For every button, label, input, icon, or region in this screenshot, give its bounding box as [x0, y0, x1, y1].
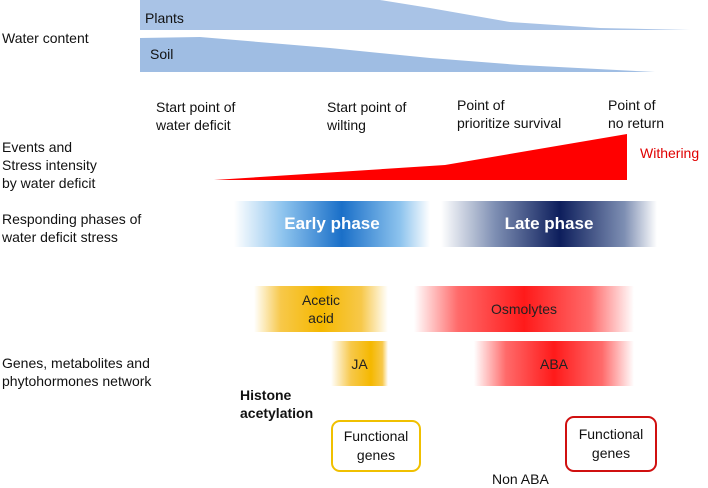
label-network: Genes, metabolites and phytohormones net… [2, 355, 152, 389]
non-aba-label: Non ABA [492, 471, 549, 487]
soil-water-shape [140, 37, 655, 72]
stage-wilting: Start point of wilting [327, 99, 407, 133]
label-water-content: Water content [2, 30, 89, 46]
label-events-stress: Events and Stress intensity by water def… [2, 139, 97, 191]
functional-genes-box-right: Functional genes [565, 416, 657, 472]
early-phase-bar: Early phase [234, 201, 430, 247]
stage-no-return: Point of no return [608, 97, 665, 131]
ja-bar: JA [331, 341, 388, 386]
acetic-acid-label: Acetic acid [301, 292, 341, 326]
plants-water-shape [140, 0, 690, 30]
functional-genes-right-label: Functional genes [578, 426, 644, 461]
stage-prioritize-survival: Point of prioritize survival [457, 97, 562, 131]
label-responding-phases: Responding phases of water deficit stres… [2, 211, 142, 245]
soil-label: Soil [150, 46, 174, 62]
early-phase-label: Early phase [284, 214, 380, 233]
stage-water-deficit: Start point of water deficit [156, 99, 236, 133]
aba-bar: ABA [474, 341, 634, 386]
aba-label: ABA [539, 355, 568, 372]
withering-label: Withering [640, 145, 700, 161]
late-phase-bar: Late phase [441, 201, 657, 247]
osmolytes-label: Osmolytes [490, 301, 558, 317]
stress-intensity-wedge [214, 134, 627, 180]
functional-genes-box-left: Functional genes [331, 420, 421, 472]
late-phase-label: Late phase [504, 214, 594, 233]
plants-label: Plants [145, 10, 184, 26]
functional-genes-left-label: Functional genes [343, 428, 409, 463]
ja-label: JA [351, 355, 368, 372]
acetic-acid-bar: Acetic acid [254, 286, 388, 332]
osmolytes-bar: Osmolytes [414, 286, 634, 332]
histone-acetylation-label: Histone acetylation [240, 387, 314, 421]
